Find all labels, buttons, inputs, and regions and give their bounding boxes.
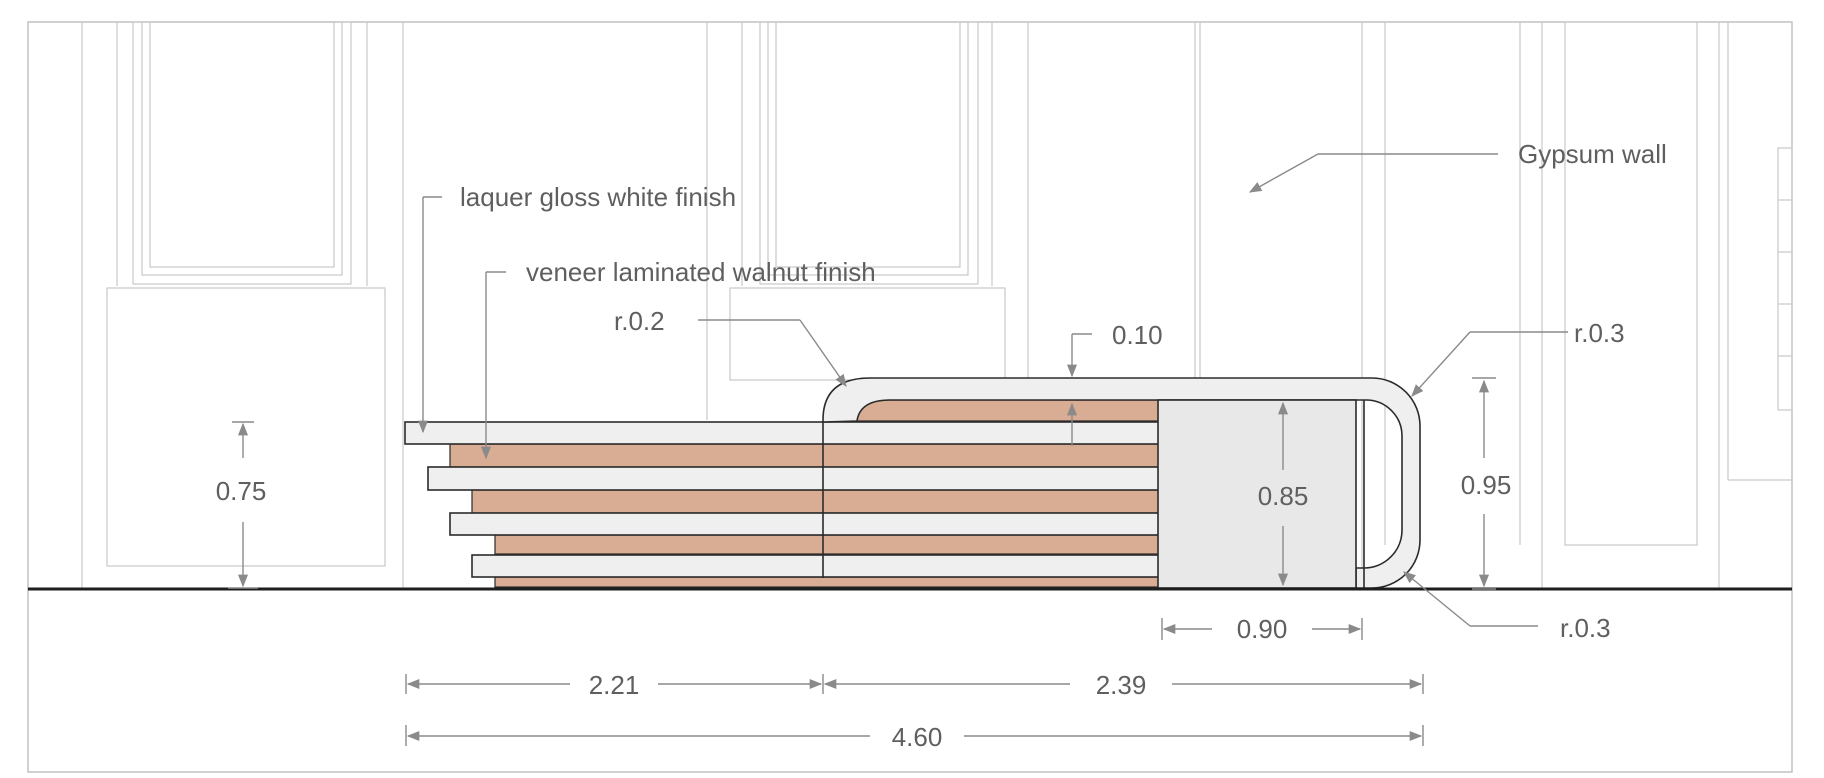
dim-left-height: 0.75 — [216, 476, 267, 506]
reception-counter — [404, 377, 1421, 589]
dim-right-length: 2.39 — [1096, 670, 1147, 700]
dim-panel-width: 0.90 — [1237, 614, 1288, 644]
walnut-strip-4 — [494, 576, 1161, 588]
walnut-strip-2 — [471, 489, 1161, 514]
rounded-top-walnut — [856, 399, 1161, 422]
label-veneer-finish: veneer laminated walnut finish — [526, 257, 876, 287]
walnut-strip-1 — [449, 443, 1161, 468]
lacquer-slab-3 — [449, 512, 1161, 536]
dim-left-length: 2.21 — [589, 670, 640, 700]
dimension-lines — [228, 333, 1496, 746]
dim-total-height: 0.95 — [1461, 470, 1512, 500]
dim-total-length: 4.60 — [892, 722, 943, 752]
label-radius-left: r.0.2 — [614, 306, 665, 336]
dim-panel-height: 0.85 — [1258, 481, 1309, 511]
label-radius-top-right: r.0.3 — [1574, 318, 1625, 348]
annotation-leaders — [417, 153, 1568, 627]
lacquer-slab-2 — [427, 466, 1161, 491]
label-laquer-finish: laquer gloss white finish — [460, 182, 736, 212]
dim-top-thickness: 0.10 — [1112, 320, 1163, 350]
background-wall-lines — [81, 21, 1793, 588]
lacquer-slab-4 — [471, 554, 1161, 578]
label-gypsum-wall: Gypsum wall — [1518, 139, 1667, 169]
end-panel — [1157, 399, 1357, 589]
label-radius-bottom-right: r.0.3 — [1560, 613, 1611, 643]
walnut-strip-3 — [494, 534, 1161, 555]
lacquer-slab-1 — [404, 421, 1161, 445]
